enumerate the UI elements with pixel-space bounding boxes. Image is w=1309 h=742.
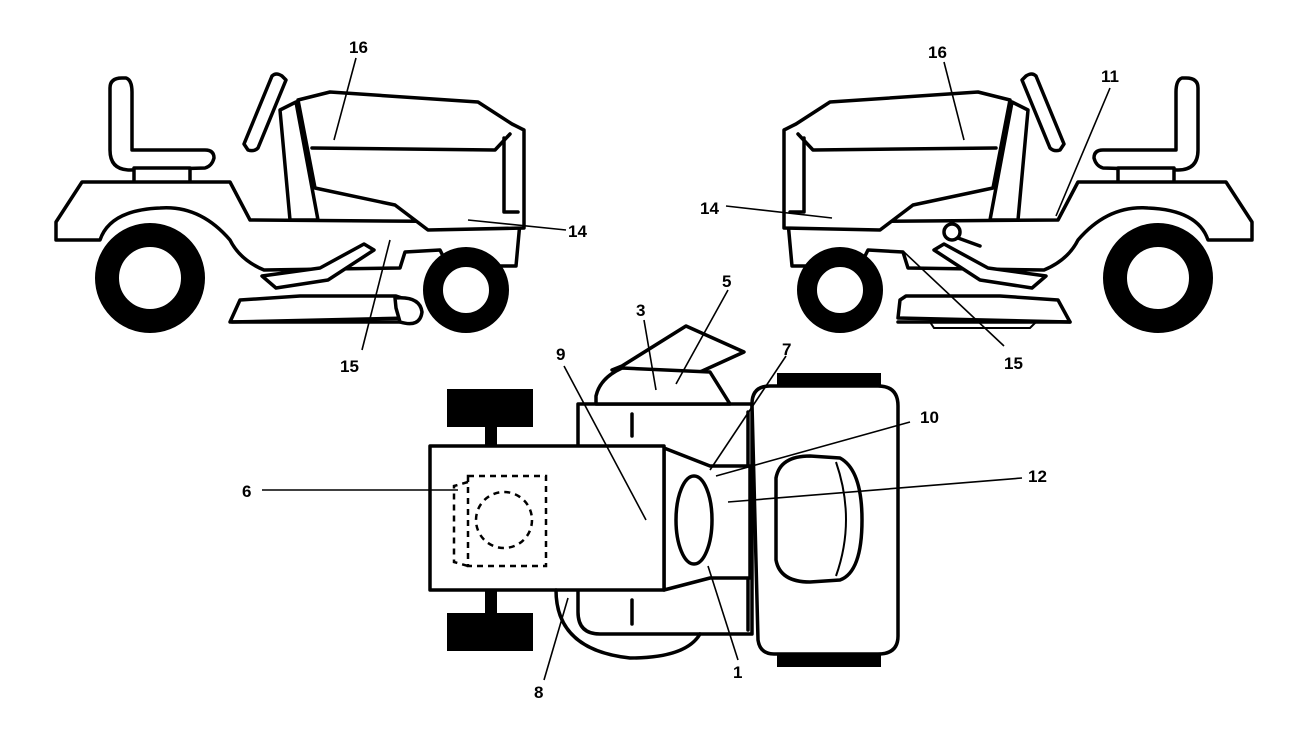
callout-12: 12 <box>1028 467 1047 486</box>
front-tire-top <box>447 389 533 427</box>
tractor-right-side-view <box>782 72 1254 333</box>
cable-top <box>554 588 702 660</box>
callout-11: 11 <box>1101 67 1119 86</box>
mower-deck-left <box>228 294 412 324</box>
callout-16-left: 16 <box>349 38 368 57</box>
leader-lines <box>262 57 1111 681</box>
steering-column-left <box>278 100 320 222</box>
callout-10: 10 <box>920 408 939 427</box>
callout-8: 8 <box>534 683 543 702</box>
tractor-left-side-view <box>54 72 526 333</box>
callout-15-left: 15 <box>340 357 359 376</box>
steering-wheel-top <box>674 474 714 566</box>
hood-top <box>428 444 666 592</box>
seat-top <box>774 454 864 584</box>
callout-3: 3 <box>636 301 645 320</box>
seat-left <box>108 76 216 172</box>
seat-right <box>1092 76 1200 172</box>
steering-wheel-right <box>1020 72 1066 153</box>
mower-deck-right <box>896 294 1072 324</box>
callout-7: 7 <box>782 340 791 359</box>
steering-column-right <box>988 100 1030 222</box>
pedal-left <box>260 242 376 290</box>
callout-14-right: 14 <box>700 199 719 218</box>
callout-9: 9 <box>556 345 565 364</box>
tractor-top-view <box>428 324 900 667</box>
callout-15-right: 15 <box>1004 354 1023 373</box>
hood-left <box>296 90 526 232</box>
lift-lever-knob <box>942 222 962 242</box>
callout-16-right: 16 <box>928 43 947 62</box>
callout-14-left: 14 <box>568 222 587 241</box>
engine-outline <box>466 474 548 568</box>
callout-5: 5 <box>722 272 731 291</box>
hood-right <box>782 90 1012 232</box>
steering-wheel-left <box>242 72 288 153</box>
discharge-chute <box>610 324 746 374</box>
callout-1: 1 <box>733 663 742 682</box>
callout-labels: 16 14 15 16 11 14 15 3 5 7 9 10 12 6 8 1 <box>242 38 1119 702</box>
front-tire-bottom <box>447 613 533 651</box>
pedal-right <box>932 242 1048 290</box>
callout-6: 6 <box>242 482 251 501</box>
